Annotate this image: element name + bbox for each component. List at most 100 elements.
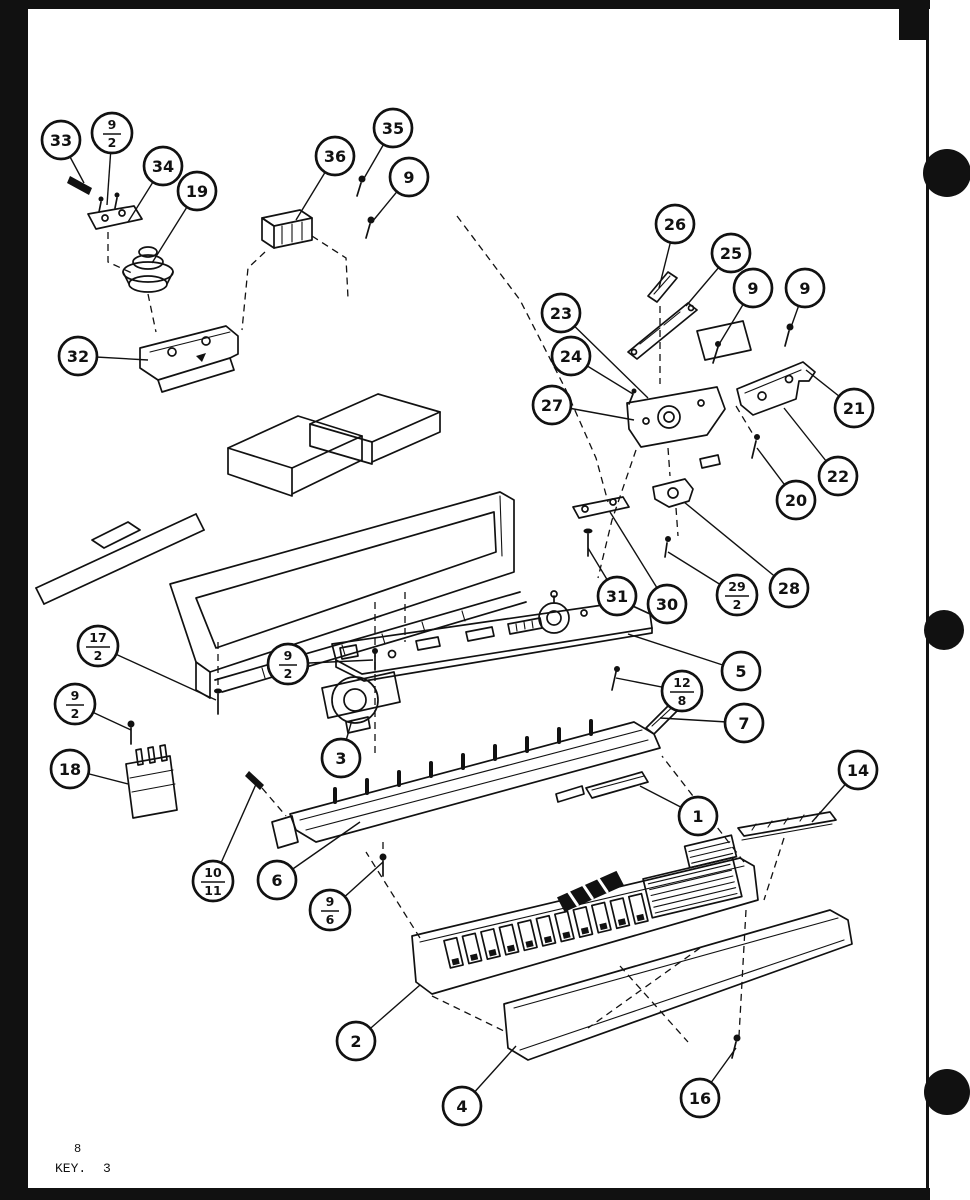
callout-23: 23 xyxy=(540,292,649,399)
svg-text:9: 9 xyxy=(403,168,414,187)
svg-text:35: 35 xyxy=(382,119,404,138)
callout-4: 4 xyxy=(441,1045,517,1127)
callout-14: 14 xyxy=(811,749,879,823)
svg-text:23: 23 xyxy=(550,304,572,323)
nameplate-text-block xyxy=(642,856,743,919)
part-screw-9-2-left xyxy=(127,720,135,745)
part-screw-17-2 xyxy=(214,688,222,715)
part-plate-34 xyxy=(87,205,143,230)
svg-text:22: 22 xyxy=(827,467,849,486)
svg-text:5: 5 xyxy=(735,662,746,681)
punch-dot-bottom xyxy=(924,1069,970,1115)
callout-9-2: 92 xyxy=(266,642,374,686)
border-bottom xyxy=(28,1188,930,1200)
part-screws-9-2-top xyxy=(98,192,120,213)
part-mini-block xyxy=(699,454,721,469)
part-pin-33 xyxy=(67,176,92,195)
part-screw-35 xyxy=(356,175,366,197)
punch-dot-middle xyxy=(924,610,964,650)
svg-text:25: 25 xyxy=(720,244,742,263)
nameplate-upper-block xyxy=(683,834,738,869)
part-timer-motor-3 xyxy=(321,671,401,734)
part-cabinet-panel xyxy=(35,513,205,605)
svg-text:9: 9 xyxy=(799,279,810,298)
striped-flag-graphic xyxy=(556,870,625,912)
part-transformer-18 xyxy=(125,744,178,819)
button-row xyxy=(443,892,649,969)
border-top xyxy=(28,0,930,9)
svg-text:2: 2 xyxy=(350,1032,361,1051)
callout-12-8: 128 xyxy=(615,669,704,713)
page-number: 8 xyxy=(74,1142,81,1156)
part-bracket-32 xyxy=(139,325,239,393)
callout-19: 19 xyxy=(151,170,218,264)
callout-30: 30 xyxy=(609,511,688,625)
part-plate-27 xyxy=(626,386,726,448)
callout-20: 20 xyxy=(756,447,817,521)
part-escutcheon-2 xyxy=(411,834,759,995)
part-pin-10-11 xyxy=(245,771,264,790)
part-plate-1 xyxy=(555,771,649,803)
callout-17-2: 172 xyxy=(76,624,217,701)
part-screw-9-right xyxy=(784,323,794,347)
svg-text:2: 2 xyxy=(94,648,103,663)
part-clip-28 xyxy=(652,478,694,508)
svg-text:29: 29 xyxy=(728,579,745,594)
part-duct-box-a xyxy=(227,415,363,497)
callout-18: 18 xyxy=(49,748,129,790)
callout-9-6: 96 xyxy=(308,861,384,932)
svg-text:2: 2 xyxy=(71,706,80,721)
svg-text:2: 2 xyxy=(284,666,293,681)
part-trim-4 xyxy=(503,909,853,1061)
svg-text:26: 26 xyxy=(664,215,686,234)
part-screw-20 xyxy=(751,434,760,459)
part-screw-16 xyxy=(731,1034,741,1059)
svg-text:12: 12 xyxy=(673,675,690,690)
svg-text:9: 9 xyxy=(71,688,80,703)
part-plate-30 xyxy=(572,496,630,519)
svg-text:10: 10 xyxy=(204,865,222,880)
callout-31: 31 xyxy=(587,547,638,617)
callout-5: 5 xyxy=(627,633,762,692)
svg-text:8: 8 xyxy=(678,693,687,708)
callout-33: 33 xyxy=(40,119,85,184)
svg-text:14: 14 xyxy=(847,761,869,780)
part-screw-9-6 xyxy=(379,853,387,877)
svg-text:9: 9 xyxy=(747,279,758,298)
svg-text:9: 9 xyxy=(284,648,293,663)
callout-16: 16 xyxy=(679,1047,737,1119)
part-strip-14 xyxy=(737,811,837,841)
callout-28: 28 xyxy=(683,501,810,609)
callout-27: 27 xyxy=(531,384,635,426)
svg-text:16: 16 xyxy=(689,1089,711,1108)
callout-32: 32 xyxy=(57,335,149,377)
svg-text:2: 2 xyxy=(733,597,742,612)
callout-9-2: 92 xyxy=(53,682,132,731)
part-strip-25 xyxy=(627,302,698,360)
callout-24: 24 xyxy=(550,335,634,395)
callout-1: 1 xyxy=(639,785,719,837)
svg-text:19: 19 xyxy=(186,182,208,201)
svg-text:2: 2 xyxy=(108,135,117,150)
callout-3: 3 xyxy=(320,719,362,779)
callout-25: 25 xyxy=(685,232,752,307)
part-screw-31 xyxy=(583,528,593,557)
part-bracket-21-22 xyxy=(736,361,816,416)
callout-6: 6 xyxy=(256,821,361,901)
callout-9: 9 xyxy=(784,267,826,331)
svg-text:11: 11 xyxy=(204,883,221,898)
svg-text:32: 32 xyxy=(67,347,89,366)
assembly-guide-lines xyxy=(107,215,785,1043)
part-grommet-19 xyxy=(122,246,174,293)
svg-text:7: 7 xyxy=(738,714,749,733)
svg-text:4: 4 xyxy=(456,1097,467,1116)
part-screw-29 xyxy=(664,536,671,558)
callout-36: 36 xyxy=(295,135,356,221)
punch-dot-top xyxy=(923,149,970,197)
svg-text:24: 24 xyxy=(560,347,582,366)
svg-text:33: 33 xyxy=(50,131,72,150)
